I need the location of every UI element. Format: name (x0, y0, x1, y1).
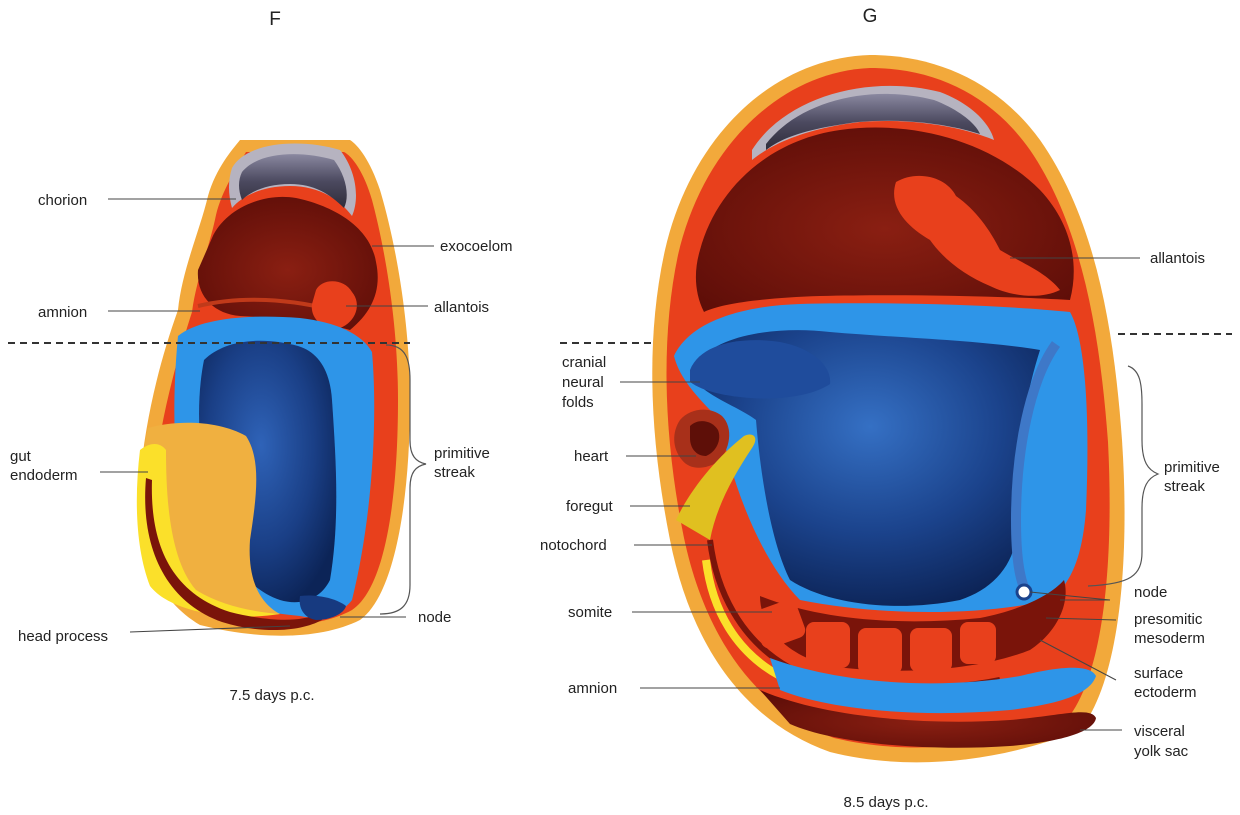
somite-block (806, 622, 850, 668)
label-gut-endoderm-line1: gut (10, 448, 32, 465)
label-exocoelom: exocoelom (440, 238, 513, 255)
panel-g-caption: 8.5 days p.c. (843, 794, 928, 811)
somite-block (858, 628, 902, 674)
label-heart: heart (574, 448, 609, 465)
label-chorion: chorion (38, 192, 87, 209)
label-cranial-neural-folds-line2: neural (562, 374, 604, 391)
label-amnion: amnion (38, 304, 87, 321)
panel-g-embryo (652, 55, 1124, 762)
label-allantois: allantois (434, 299, 489, 316)
label-presomitic-mesoderm-line1: presomitic (1134, 611, 1203, 628)
g-node (1017, 585, 1031, 599)
somite-block (910, 628, 952, 672)
label-cranial-neural-folds-line3: folds (562, 394, 594, 411)
label-visceral-yolk-sac-line1: visceral (1134, 723, 1185, 740)
somite-block (960, 622, 996, 664)
panel-f-letter: F (269, 9, 281, 30)
label-primitive-streak-line1: primitive (1164, 459, 1220, 476)
label-surface-ectoderm-line1: surface (1134, 665, 1183, 682)
label-cranial-neural-folds-line1: cranial (562, 354, 606, 371)
label-foregut: foregut (566, 498, 614, 515)
label-amnion: amnion (568, 680, 617, 697)
label-notochord: notochord (540, 537, 607, 554)
label-presomitic-mesoderm-line2: mesoderm (1134, 630, 1205, 647)
panel-g-letter: G (863, 6, 878, 27)
label-node: node (418, 609, 451, 626)
label-primitive-streak-line2: streak (1164, 478, 1205, 495)
label-visceral-yolk-sac-line2: yolk sac (1134, 743, 1189, 760)
label-somite: somite (568, 604, 612, 621)
label-surface-ectoderm-line2: ectoderm (1134, 684, 1197, 701)
label-allantois: allantois (1150, 250, 1205, 267)
label-primitive-streak-line2: streak (434, 464, 475, 481)
label-gut-endoderm-line2: endoderm (10, 467, 78, 484)
panel-f-caption: 7.5 days p.c. (229, 687, 314, 704)
label-primitive-streak-line1: primitive (434, 445, 490, 462)
label-head-process: head process (18, 628, 108, 645)
label-node: node (1134, 584, 1167, 601)
panel-f-embryo (137, 140, 410, 636)
